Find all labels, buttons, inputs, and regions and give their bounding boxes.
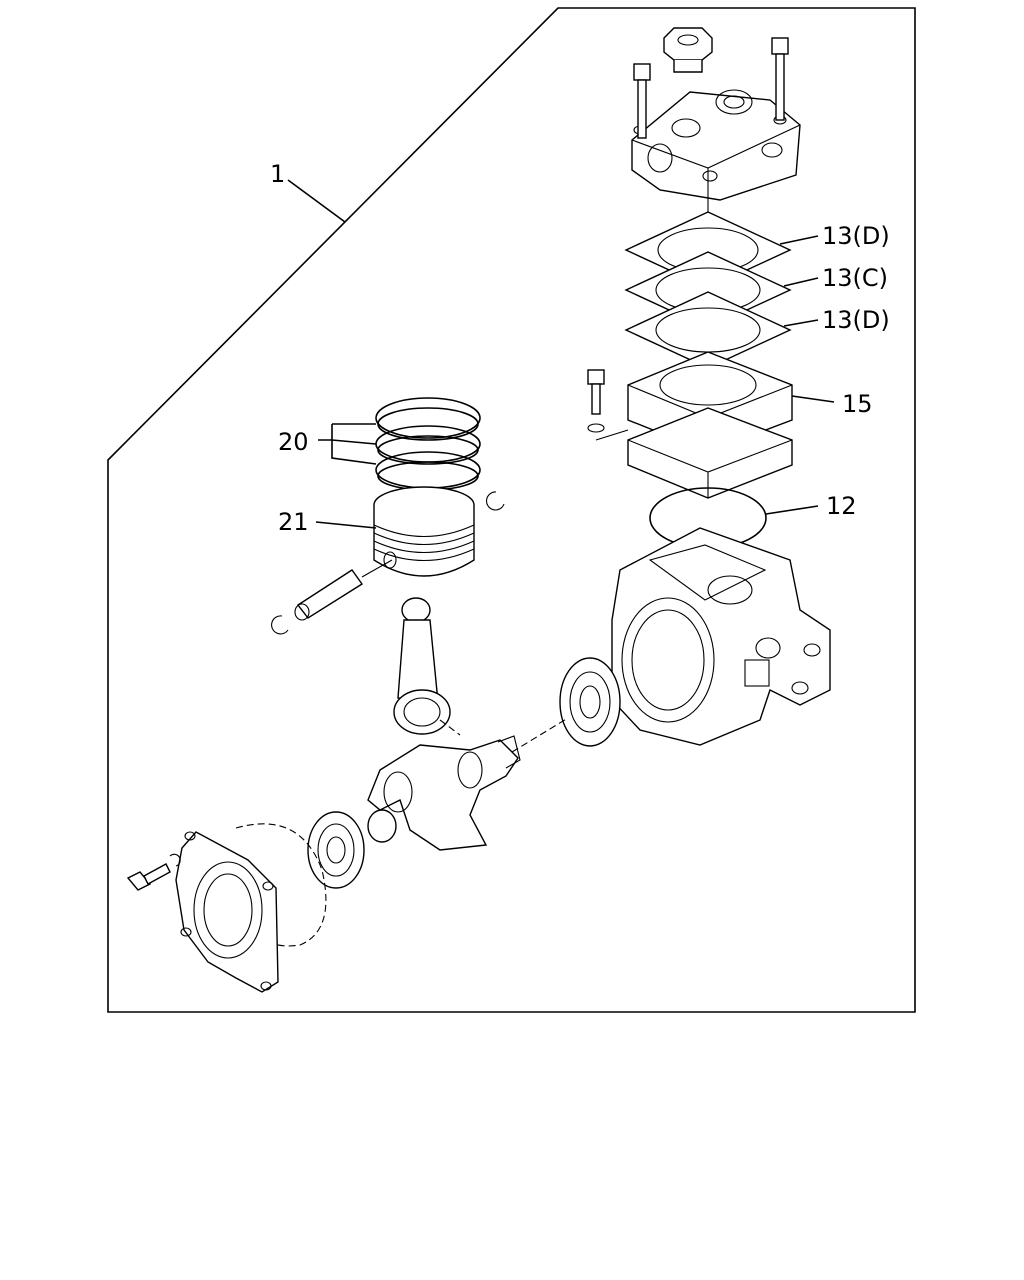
bearing-left bbox=[307, 811, 365, 889]
plate-bolt bbox=[587, 369, 629, 441]
callout-piston-rings: 20 bbox=[278, 428, 309, 456]
bearing-right bbox=[559, 657, 621, 747]
callout-o-ring: 12 bbox=[826, 492, 857, 520]
head-bolt-right bbox=[771, 37, 789, 121]
leader-piston-rings bbox=[318, 423, 377, 465]
end-cover bbox=[175, 823, 327, 993]
connecting-rod bbox=[393, 597, 461, 736]
callout-spacer-plate: 15 bbox=[842, 390, 873, 418]
cover-bolt bbox=[126, 853, 181, 891]
head-cap-nut bbox=[663, 27, 713, 73]
leader-o-ring bbox=[765, 505, 819, 515]
piston-pin bbox=[294, 559, 393, 621]
gasket-13d-top bbox=[624, 211, 792, 289]
gasket-13c bbox=[624, 251, 792, 329]
head-bolt-left bbox=[633, 63, 651, 139]
crankshaft bbox=[367, 735, 521, 851]
gasket-13d-bottom bbox=[624, 291, 792, 369]
pin-clip-right bbox=[485, 491, 505, 511]
callout-assembly: 1 bbox=[270, 160, 285, 188]
callout-gasket-mid: 13(C) bbox=[822, 264, 888, 292]
callout-piston: 21 bbox=[278, 508, 309, 536]
callout-gasket-top: 13(D) bbox=[822, 222, 890, 250]
pin-clip-left bbox=[271, 615, 289, 635]
assembly-frame bbox=[107, 7, 916, 1013]
leader-piston bbox=[315, 521, 377, 529]
leader-assembly bbox=[287, 179, 346, 223]
spacer-plate-15 bbox=[627, 351, 793, 499]
piston-21 bbox=[373, 486, 475, 577]
callout-gasket-bottom: 13(D) bbox=[822, 306, 890, 334]
crankcase bbox=[611, 527, 831, 746]
leader-gasket-bottom bbox=[783, 319, 819, 327]
piston-rings-20 bbox=[375, 397, 481, 491]
leader-spacer-plate bbox=[791, 395, 835, 403]
leader-gasket-mid bbox=[783, 277, 819, 287]
leader-gasket-top bbox=[779, 235, 819, 245]
cylinder-head bbox=[631, 89, 801, 201]
